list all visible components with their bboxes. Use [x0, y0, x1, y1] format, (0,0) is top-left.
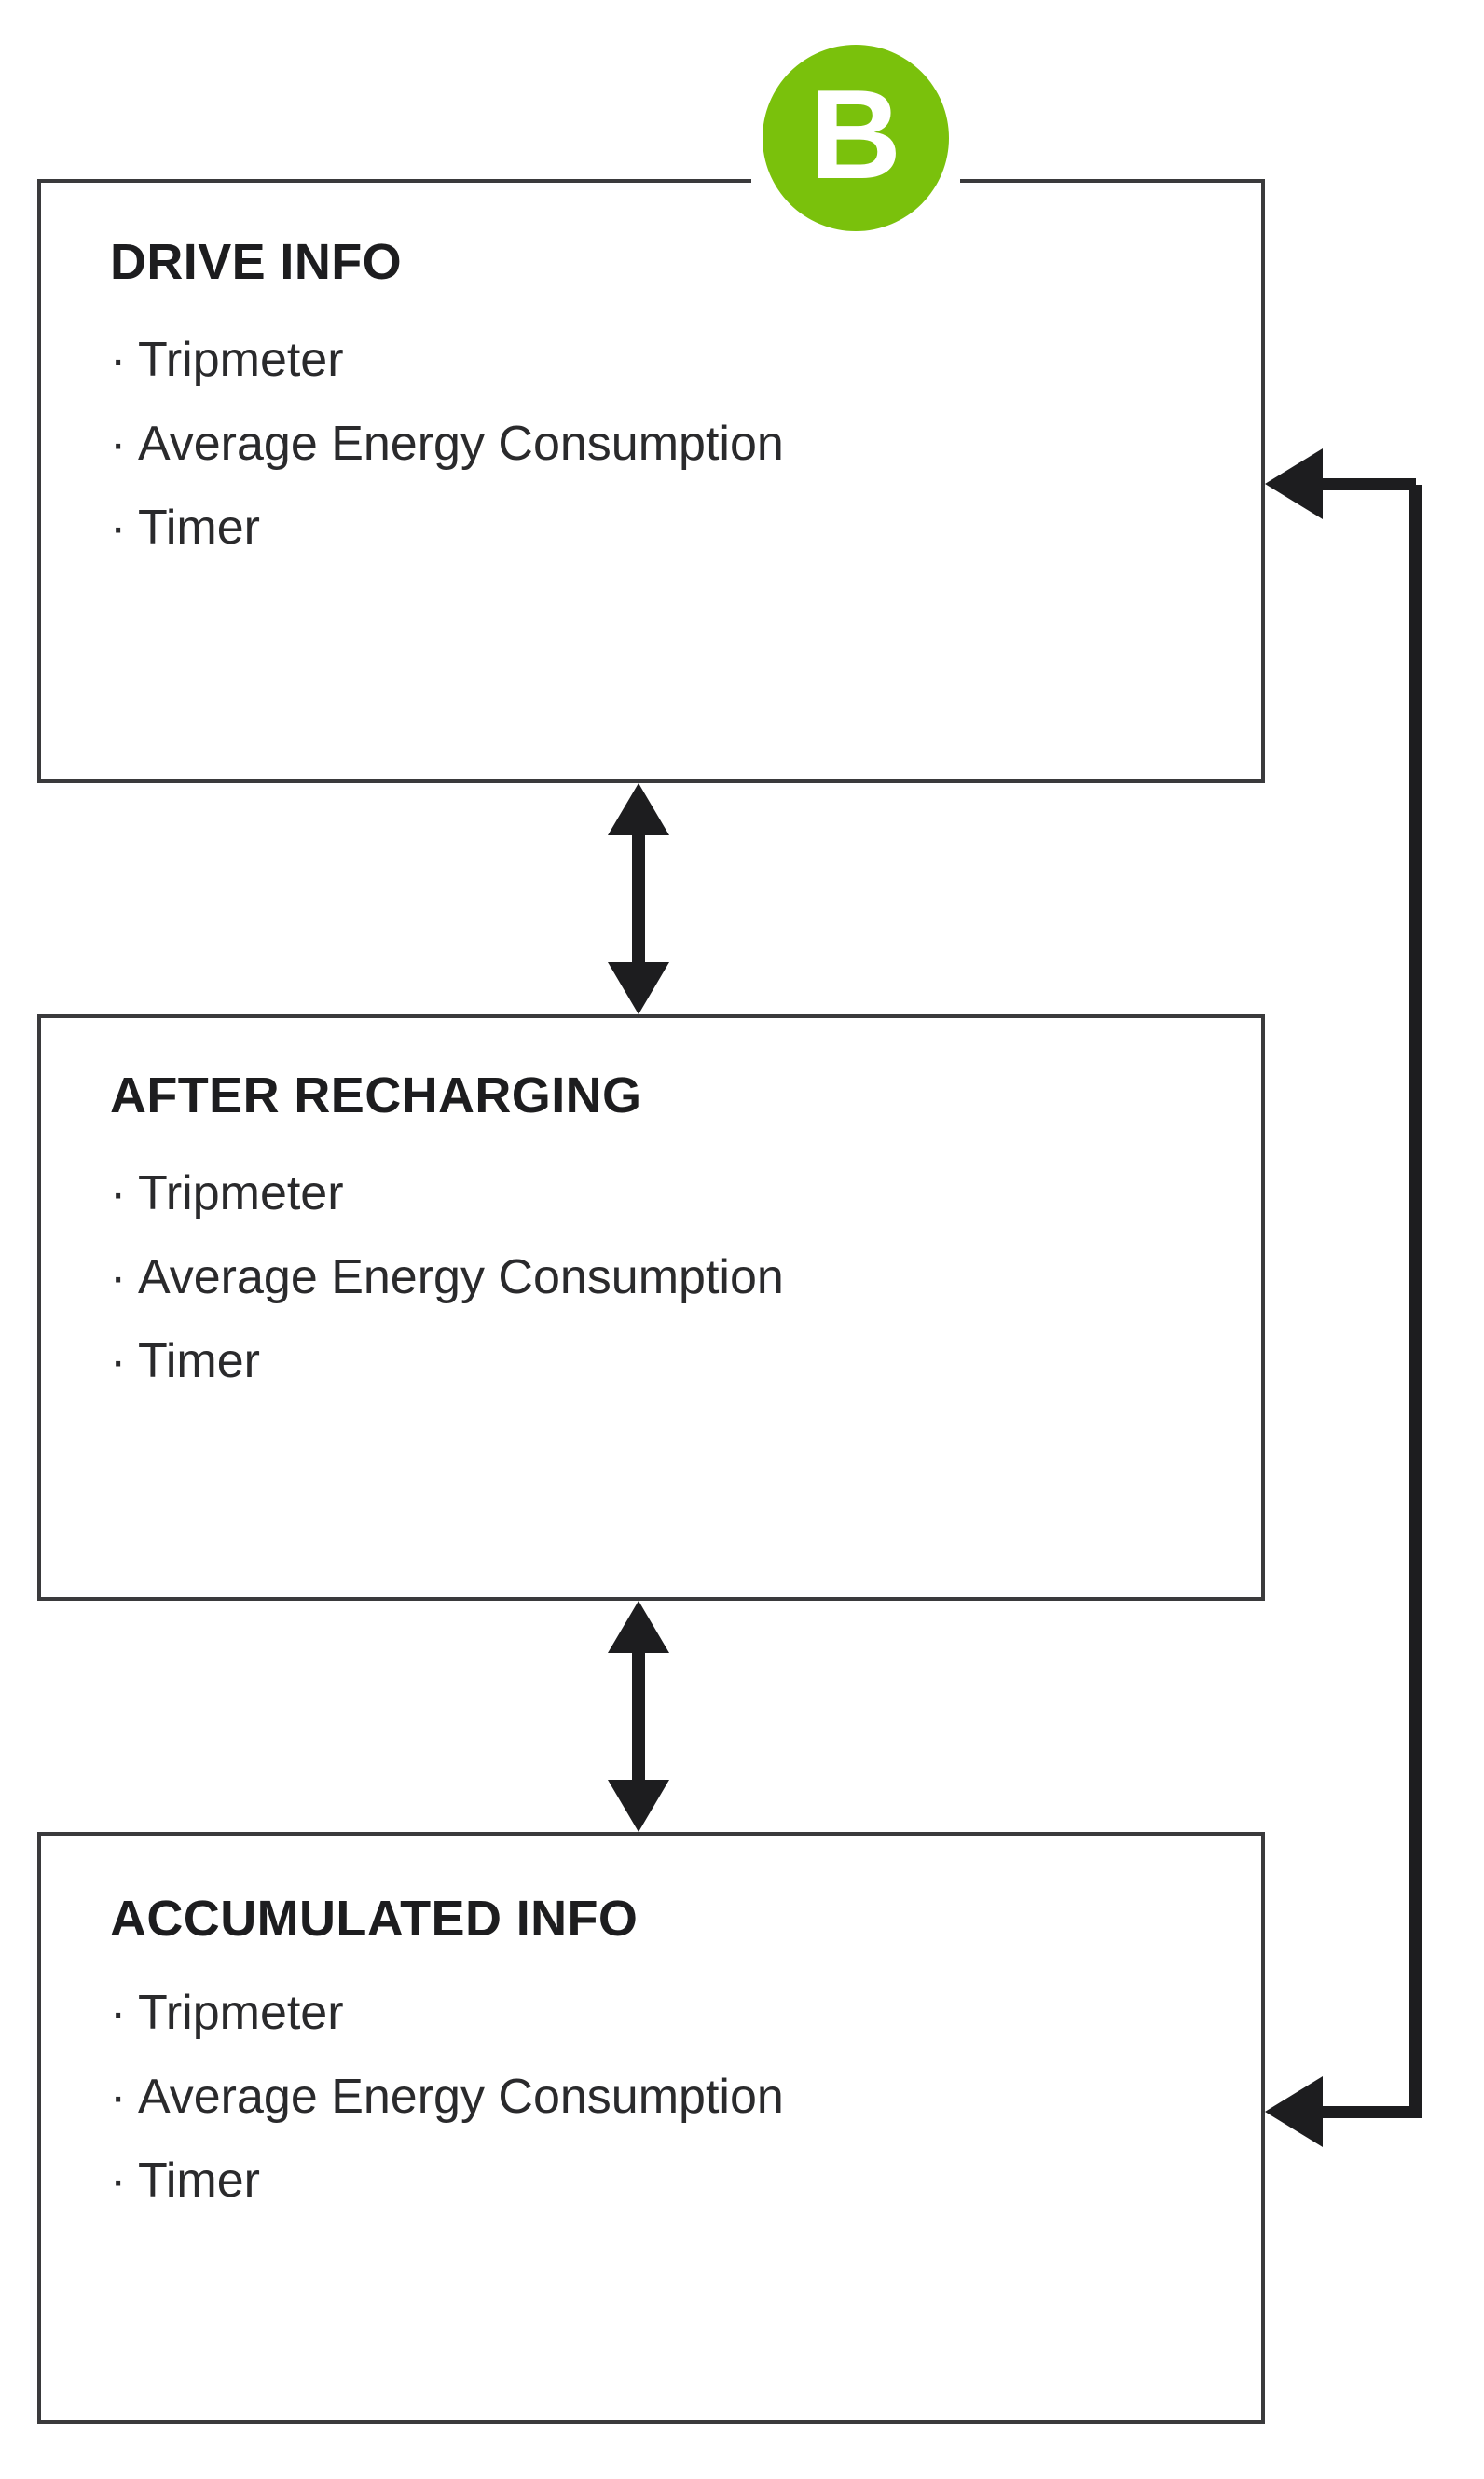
list-item: · Average Energy Consumption — [110, 420, 1243, 468]
step-badge-b: B — [763, 45, 949, 231]
list-item-label: Average Energy Consumption — [138, 417, 784, 471]
list-item-label: Tripmeter — [138, 1166, 344, 1220]
list-item: · Average Energy Consumption — [110, 2073, 1243, 2121]
list-item-label: Timer — [138, 1334, 260, 1388]
list-item: · Timer — [110, 503, 1243, 552]
list-item: · Tripmeter — [110, 336, 1243, 384]
list-item: · Timer — [110, 1337, 1243, 1385]
arrow-down-head-icon — [608, 1780, 669, 1832]
bullet-dot-icon: · — [110, 501, 127, 555]
connector-drive-to-recharging — [583, 783, 694, 1014]
list-item-label: Average Energy Consumption — [138, 1250, 784, 1304]
bullet-dot-icon: · — [110, 1986, 127, 2040]
list-item-label: Average Energy Consumption — [138, 2070, 784, 2124]
list-item-label: Timer — [138, 501, 260, 555]
bullet-dot-icon: · — [110, 2154, 127, 2208]
list-item-label: Timer — [138, 2154, 260, 2208]
list-item: · Tripmeter — [110, 1989, 1243, 2037]
list-item-label: Tripmeter — [138, 1986, 344, 2040]
after-recharging-list: · Tripmeter · Average Energy Consumption… — [110, 1169, 1243, 1385]
bullet-dot-icon: · — [110, 1166, 127, 1220]
bullet-dot-icon: · — [110, 1334, 127, 1388]
drive-info-content: DRIVE INFO · Tripmeter · Average Energy … — [110, 237, 1243, 552]
list-item: · Tripmeter — [110, 1169, 1243, 1218]
arrow-down-head-icon — [608, 962, 669, 1014]
bullet-dot-icon: · — [110, 333, 127, 387]
accumulated-info-box[interactable]: ACCUMULATED INFO · Tripmeter · Average E… — [37, 1832, 1265, 2424]
arrow-left-head-icon — [1265, 448, 1323, 519]
list-item: · Average Energy Consumption — [110, 1253, 1243, 1301]
bullet-dot-icon: · — [110, 1250, 127, 1304]
accumulated-info-list: · Tripmeter · Average Energy Consumption… — [110, 1989, 1243, 2205]
arrow-up-head-icon — [608, 783, 669, 835]
arrow-shaft — [632, 1647, 645, 1785]
arrow-left-head-icon — [1265, 2076, 1323, 2147]
accumulated-info-title: ACCUMULATED INFO — [110, 1891, 639, 1947]
after-recharging-box[interactable]: AFTER RECHARGING · Tripmeter · Average E… — [37, 1014, 1265, 1601]
after-recharging-title: AFTER RECHARGING — [110, 1067, 642, 1123]
badge-letter-label: B — [809, 63, 902, 205]
drive-info-list: · Tripmeter · Average Energy Consumption… — [110, 336, 1243, 552]
feedback-loop-vertical-line — [1409, 485, 1422, 2118]
connector-recharging-to-accumulated — [583, 1601, 694, 1832]
arrow-shaft — [632, 830, 645, 968]
after-recharging-content: AFTER RECHARGING · Tripmeter · Average E… — [110, 1070, 1243, 1385]
accumulated-info-content: ACCUMULATED INFO · Tripmeter · Average E… — [110, 1894, 1243, 2205]
drive-info-box[interactable]: DRIVE INFO · Tripmeter · Average Energy … — [37, 179, 1265, 783]
arrow-up-head-icon — [608, 1601, 669, 1653]
bullet-dot-icon: · — [110, 417, 127, 471]
list-item: · Timer — [110, 2156, 1243, 2205]
list-item-label: Tripmeter — [138, 333, 344, 387]
drive-info-title: DRIVE INFO — [110, 234, 403, 290]
bullet-dot-icon: · — [110, 2070, 127, 2124]
